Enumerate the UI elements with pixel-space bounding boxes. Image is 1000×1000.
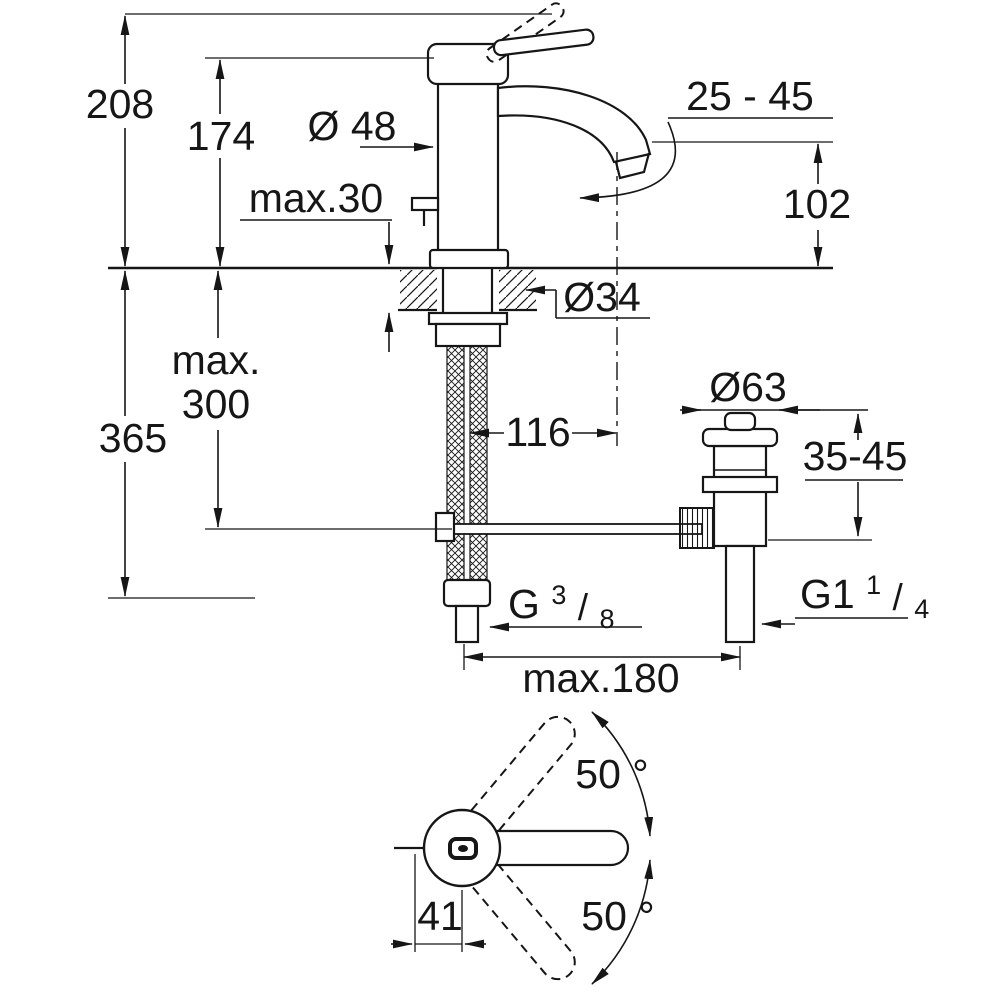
pop-up-waste <box>679 411 779 644</box>
label-174: 174 <box>187 113 255 159</box>
label-thread-g114: G1 1 / 4 <box>800 557 929 624</box>
spout <box>496 85 652 164</box>
label-diameter-34: Ø34 <box>563 274 641 320</box>
dim-174: 174 <box>187 57 434 267</box>
pop-up-knob <box>410 196 440 212</box>
label-swivel-top: 50 ° <box>575 751 648 797</box>
side-view-drawing <box>108 2 833 644</box>
hose-tailpiece <box>454 604 480 644</box>
top-view-drawing <box>394 715 630 981</box>
label-208: 208 <box>86 81 154 127</box>
dim-102: 102 <box>652 141 851 267</box>
dim-thread-g114: G1 1 / 4 <box>761 557 929 629</box>
label-max-180: max.180 <box>522 655 679 701</box>
aerator <box>614 152 651 180</box>
dim-diameter-34: Ø34 <box>525 274 650 320</box>
dim-diameter-48: Ø 48 <box>308 103 434 152</box>
label-102: 102 <box>783 181 851 227</box>
waste-tailpipe <box>724 544 756 644</box>
mounting-nut <box>434 322 502 348</box>
dim-diameter-63: Ø63 <box>680 364 868 415</box>
dimensions-side-view: 208 174 Ø 48 max.30 25 - 45 102 <box>86 13 929 701</box>
hose-fitting <box>442 578 492 608</box>
mounting-shank <box>427 269 509 348</box>
lever-solid <box>492 28 595 57</box>
label-diameter-48: Ø 48 <box>308 103 397 149</box>
dim-swivel-top: 50 ° <box>575 711 654 837</box>
supply-hose-left <box>446 345 465 581</box>
label-max-word: max. <box>172 337 261 383</box>
pop-up-rod <box>451 523 703 535</box>
waste-adjuster-knurl <box>679 507 715 549</box>
dim-35-45: 35-45 <box>768 413 908 541</box>
dim-365: 365 <box>99 270 255 599</box>
dim-max-300: max. 300 <box>172 270 452 530</box>
supply-hose-right <box>469 345 488 581</box>
dim-25-45: 25 - 45 <box>579 73 833 203</box>
dim-116: 116 <box>469 409 617 455</box>
label-max-30: max.30 <box>249 175 383 221</box>
dim-max-180: max.180 <box>463 644 741 701</box>
label-max-300-value: 300 <box>182 381 250 427</box>
cartridge-slot <box>458 845 468 852</box>
label-35-45: 35-45 <box>803 433 908 479</box>
handle-top-view <box>478 829 630 867</box>
dim-208: 208 <box>86 13 552 267</box>
dim-max-30: max.30 <box>240 175 394 352</box>
dim-41: 41 <box>391 854 486 952</box>
dimensions-top-view: 50 ° 50 ° 41 <box>391 711 655 985</box>
label-41: 41 <box>417 893 463 939</box>
faucet-body <box>436 80 500 256</box>
label-25-45: 25 - 45 <box>686 73 814 119</box>
waste-body <box>712 444 768 548</box>
faucet-base <box>428 248 510 270</box>
faucet <box>410 2 652 446</box>
dim-swivel-bottom: 50 ° <box>581 859 655 985</box>
label-365: 365 <box>99 415 167 461</box>
dim-thread-g38: G 3 / 8 <box>489 567 642 634</box>
waste-lift-knob <box>723 411 757 432</box>
label-swivel-bottom: 50 ° <box>581 893 654 939</box>
rod-connector <box>434 511 456 543</box>
label-thread-g38: G 3 / 8 <box>508 567 614 634</box>
waste-collar <box>701 475 779 494</box>
washer <box>427 311 509 326</box>
faucet-cap <box>426 42 510 86</box>
supply-hoses <box>442 345 492 644</box>
label-diameter-63: Ø63 <box>709 364 787 410</box>
label-116: 116 <box>505 409 570 455</box>
waste-flange <box>701 427 779 448</box>
